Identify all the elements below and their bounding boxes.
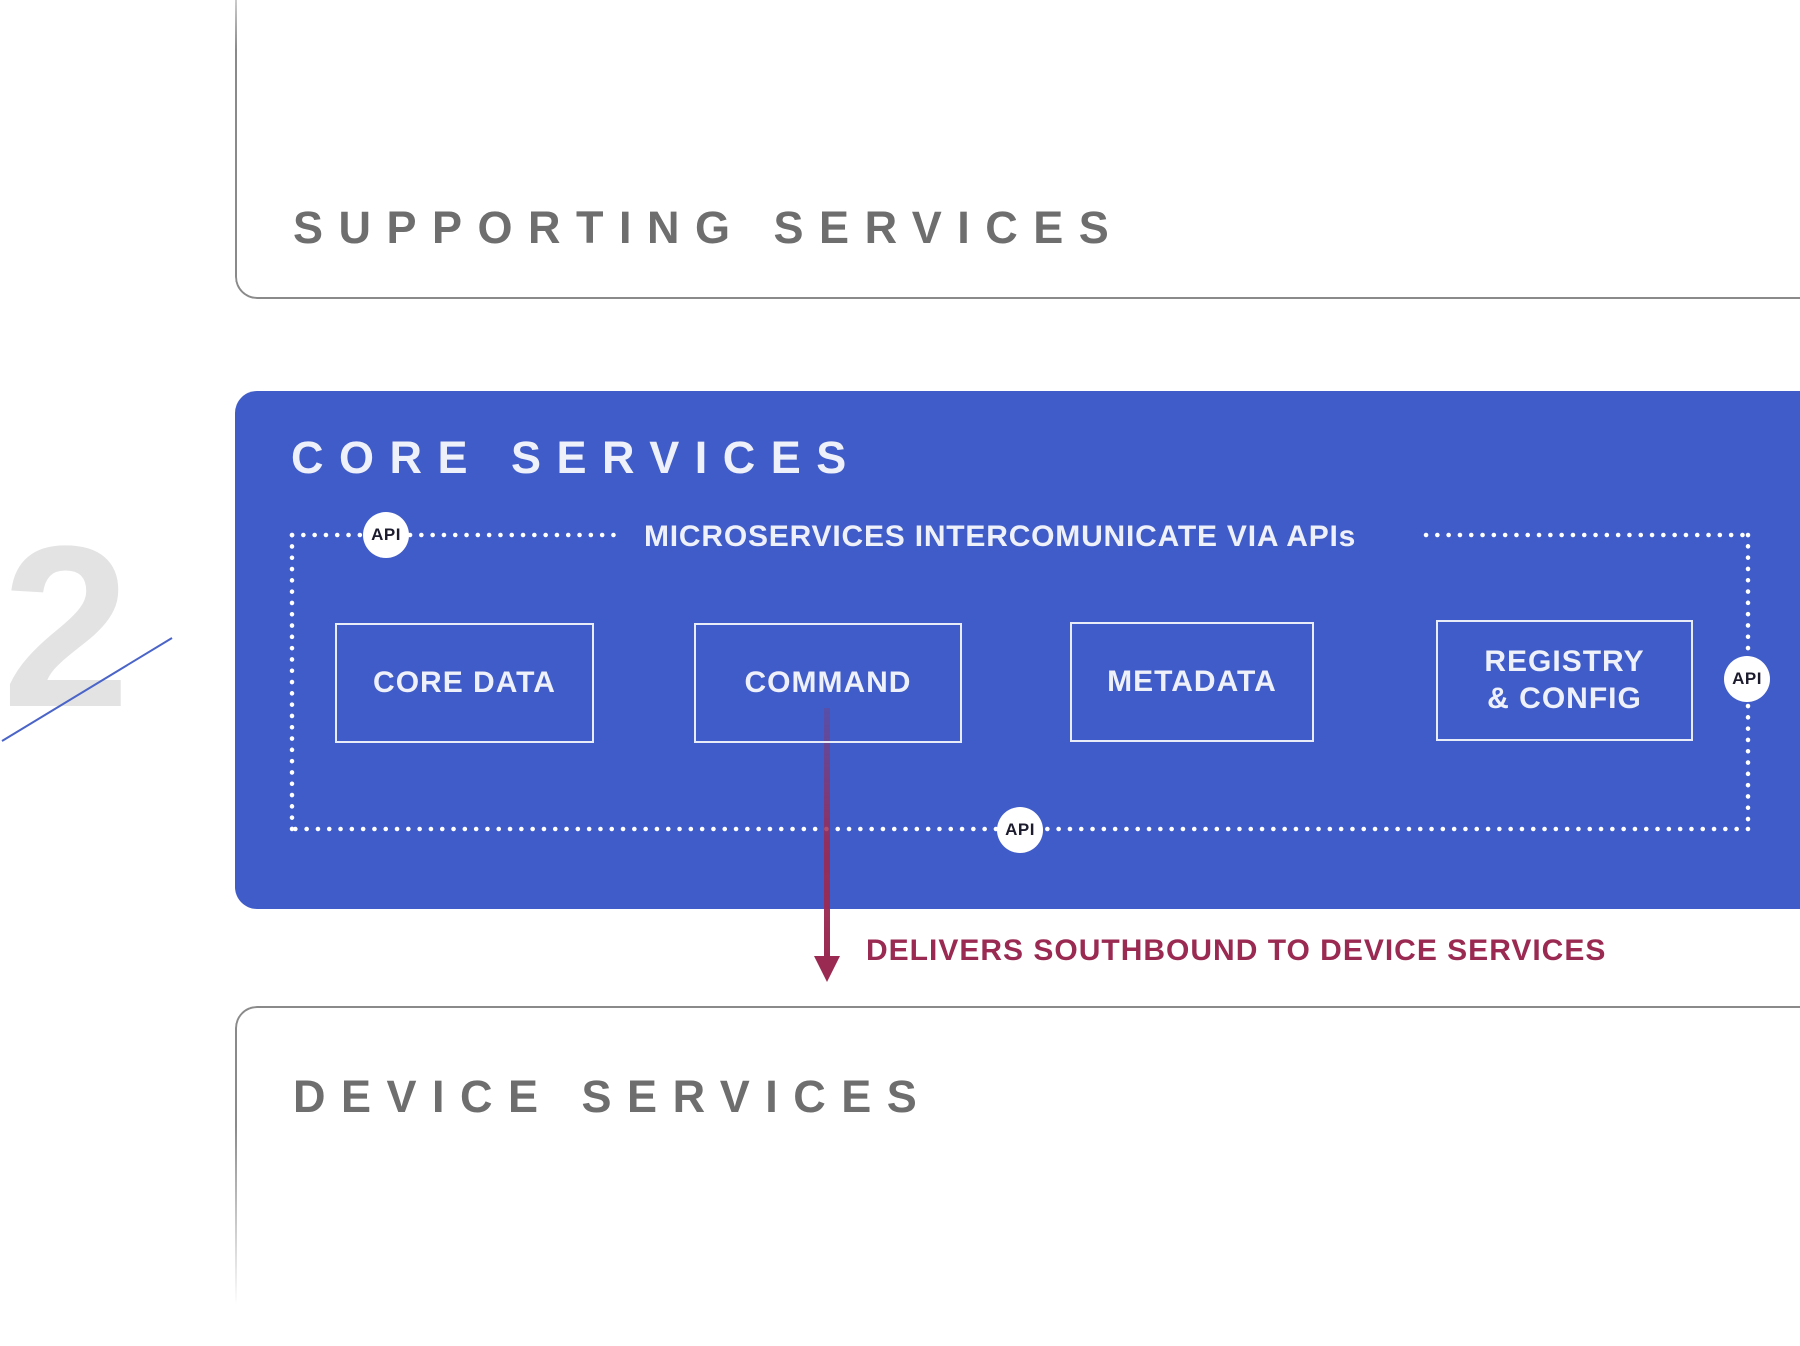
device-services-title: DEVICE SERVICES bbox=[293, 1071, 933, 1122]
step-divider-line bbox=[1, 637, 173, 742]
api-badge-bottom: API bbox=[997, 807, 1043, 853]
registry-config-service: REGISTRY & CONFIG bbox=[1436, 620, 1693, 741]
registry-label: REGISTRY bbox=[1484, 644, 1645, 678]
southbound-label: DELIVERS SOUTHBOUND TO DEVICE SERVICES bbox=[866, 934, 1607, 967]
command-service: COMMAND bbox=[694, 623, 962, 743]
config-label: & CONFIG bbox=[1487, 681, 1642, 715]
supporting-services-title: SUPPORTING SERVICES bbox=[293, 202, 1125, 253]
metadata-label: METADATA bbox=[1107, 664, 1277, 698]
command-label: COMMAND bbox=[744, 665, 912, 699]
api-badge-right: API bbox=[1724, 656, 1770, 702]
supporting-services-panel: SUPPORTING SERVICES bbox=[235, 0, 1800, 299]
api-communication-label: MICROSERVICES INTERCOMUNICATE VIA APIs bbox=[644, 520, 1357, 553]
metadata-service: METADATA bbox=[1070, 622, 1314, 742]
device-services-panel: DEVICE SERVICES bbox=[235, 1006, 1800, 1346]
api-badge-top: API bbox=[363, 512, 409, 558]
core-data-service: CORE DATA bbox=[335, 623, 594, 743]
core-data-label: CORE DATA bbox=[373, 665, 556, 699]
core-services-title: CORE SERVICES bbox=[291, 432, 862, 483]
